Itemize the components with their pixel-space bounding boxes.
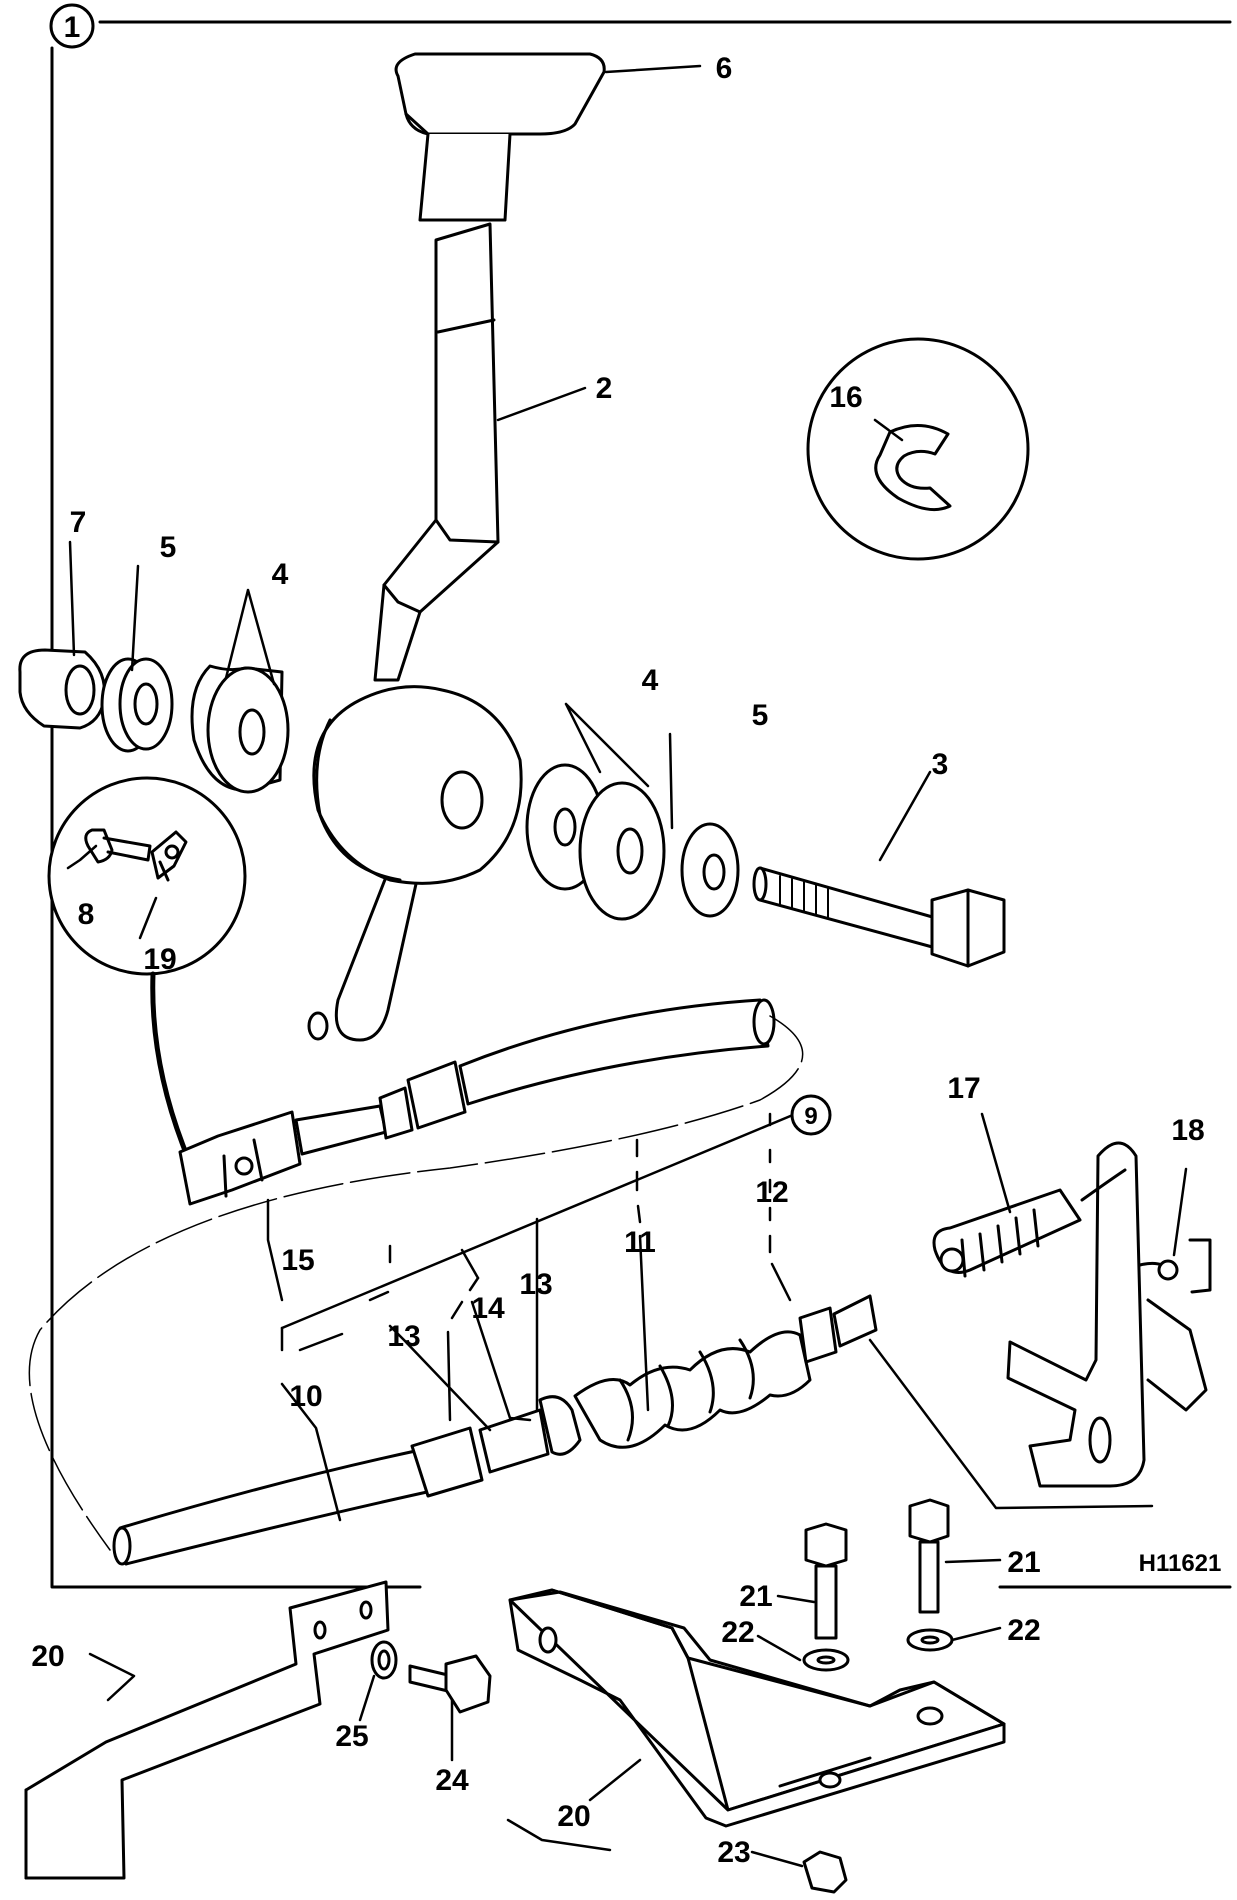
callout-15: 15 bbox=[281, 1244, 314, 1277]
spring-bracket bbox=[932, 1141, 1212, 1488]
callout-8: 8 bbox=[78, 898, 95, 931]
bushing-left bbox=[190, 664, 290, 794]
callout-11: 11 bbox=[624, 1226, 656, 1259]
callout-18: 18 bbox=[1171, 1114, 1204, 1147]
callout-25: 25 bbox=[335, 1720, 368, 1753]
callout-13-upper: 13 bbox=[519, 1268, 552, 1301]
callout-19: 19 bbox=[143, 943, 176, 976]
callout-4-left: 4 bbox=[272, 558, 289, 591]
callout-16: 16 bbox=[829, 381, 862, 414]
nut-part bbox=[18, 648, 107, 730]
washer-25 bbox=[370, 1640, 398, 1680]
washers-right bbox=[525, 763, 666, 921]
washer-left bbox=[100, 657, 174, 753]
callout-20-left: 20 bbox=[31, 1640, 64, 1673]
cable-upper bbox=[178, 998, 776, 1206]
figure-code: H11621 bbox=[1139, 1550, 1222, 1577]
callout-22-right: 22 bbox=[1007, 1614, 1040, 1647]
nut-23 bbox=[802, 1850, 848, 1894]
hub-part bbox=[307, 685, 523, 1042]
callout-10: 10 bbox=[289, 1380, 322, 1413]
pedal-left bbox=[24, 1580, 390, 1880]
callout-5-right: 5 bbox=[752, 699, 769, 732]
callout-7: 7 bbox=[70, 506, 87, 539]
callout-14: 14 bbox=[471, 1292, 505, 1325]
detail-circle-16 bbox=[806, 337, 1030, 561]
leader-lines bbox=[66, 64, 1188, 1868]
callout-22-left: 22 bbox=[721, 1616, 754, 1649]
callout-21-left: 21 bbox=[739, 1580, 772, 1613]
callout-21-right: 21 bbox=[1007, 1546, 1040, 1579]
bolts-21 bbox=[804, 1498, 950, 1640]
callout-3: 3 bbox=[932, 748, 949, 781]
main-ref-label: 1 bbox=[64, 11, 81, 44]
callout-2: 2 bbox=[596, 372, 613, 405]
callout-13-lower: 13 bbox=[387, 1320, 420, 1353]
washer-right-small bbox=[680, 822, 740, 918]
knob-part bbox=[394, 52, 606, 222]
callout-5-left: 5 bbox=[160, 531, 177, 564]
bracket-right bbox=[508, 1588, 1006, 1828]
detail-circle-19 bbox=[47, 776, 247, 976]
sub-ref-label: 9 bbox=[804, 1103, 817, 1130]
callout-17: 17 bbox=[947, 1072, 980, 1105]
lever-part bbox=[373, 222, 500, 682]
bolt-24 bbox=[408, 1654, 492, 1714]
callout-6: 6 bbox=[716, 52, 733, 85]
sub-ref-circle bbox=[790, 1094, 832, 1136]
callout-23: 23 bbox=[717, 1836, 750, 1869]
callout-labels: 1 9 6 2 3 7 5 4 4 5 8 19 16 17 18 12 11 … bbox=[31, 11, 1221, 1869]
detail-leader-19 bbox=[150, 971, 187, 1151]
bolt-part bbox=[752, 866, 1006, 968]
main-ref-circle bbox=[49, 3, 95, 49]
cable-lower bbox=[112, 1294, 878, 1566]
callout-4-right: 4 bbox=[642, 664, 659, 697]
callout-20-right: 20 bbox=[557, 1800, 590, 1833]
callout-12: 12 bbox=[755, 1176, 788, 1209]
callout-24: 24 bbox=[435, 1764, 469, 1797]
assembly-frame bbox=[49, 3, 1232, 1589]
